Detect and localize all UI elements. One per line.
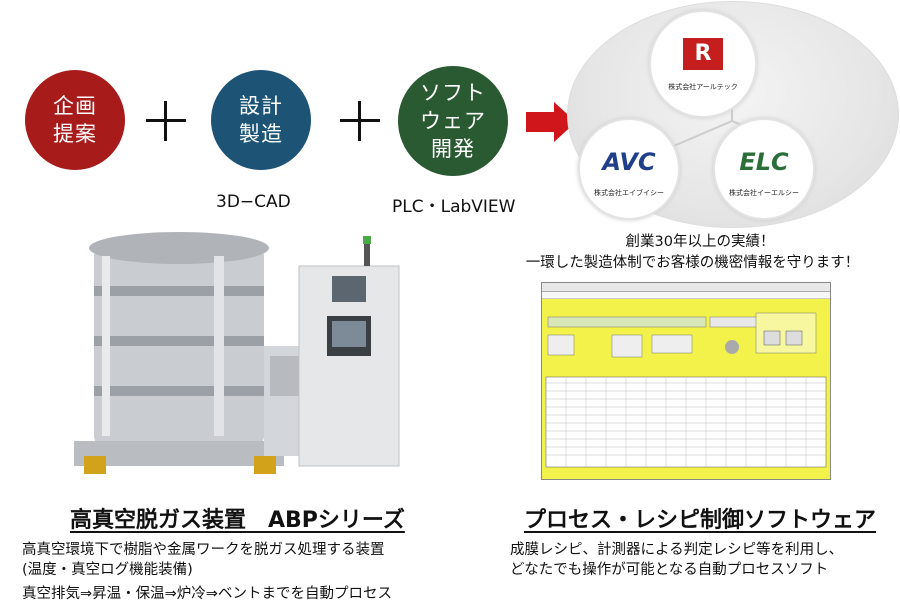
software-heading: プロセス・レシピ制御ソフトウェア [524, 508, 877, 533]
software-screenshot [541, 282, 831, 480]
design-caption: 3D−CAD [216, 192, 291, 212]
company3-name: 株式会社イーエルシー [729, 189, 799, 197]
design-circle: 設計 製造 [211, 70, 311, 170]
company2-name: 株式会社エイブイシー [594, 189, 664, 197]
planning-circle: 企画 提案 [25, 70, 125, 170]
elc-logo: ELC [739, 148, 789, 176]
company-elc: ELC 株式会社イーエルシー [713, 118, 815, 220]
company1-name: 株式会社アールテック [668, 83, 738, 91]
software-desc-line1: 成膜レシピ、計測器による判定レシピ等を利用し、 [510, 542, 844, 558]
window-menubar [542, 292, 830, 299]
software-desc-line2: どなたでも操作が可能となる自動プロセスソフト [510, 562, 829, 578]
company-rtec: R 株式会社アールテック [649, 10, 757, 118]
company-avc: AVC 株式会社エイブイシー [578, 118, 680, 220]
avc-logo: AVC [602, 148, 656, 176]
software-circle: ソフト ウェア 開発 [398, 66, 508, 176]
product-desc-line2: (温度・真空ログ機能装備) [22, 562, 193, 578]
group-message-line2: 一環した製造体制でお客様の機密情報を守ります！ [525, 255, 860, 271]
software-ui-mock [545, 312, 827, 468]
arrow-right-icon [526, 102, 576, 142]
product-heading: 高真空脱ガス装置 ABPシリーズ [70, 508, 405, 533]
group-message-line1: 創業30年以上の実績！ [625, 234, 775, 250]
software-caption: PLC・LabVIEW [392, 197, 516, 217]
equipment-photo [64, 226, 414, 486]
product-desc-line1: 高真空環境下で樹脂や金属ワークを脱ガス処理する装置 [22, 542, 385, 558]
plus-icon [146, 101, 186, 141]
plus-icon [340, 101, 380, 141]
window-titlebar [542, 283, 830, 292]
rtec-logo: R [651, 38, 755, 70]
product-desc-line3: 真空排気⇒昇温・保温⇒炉冷⇒ベントまでを自動プロセス [22, 586, 392, 602]
